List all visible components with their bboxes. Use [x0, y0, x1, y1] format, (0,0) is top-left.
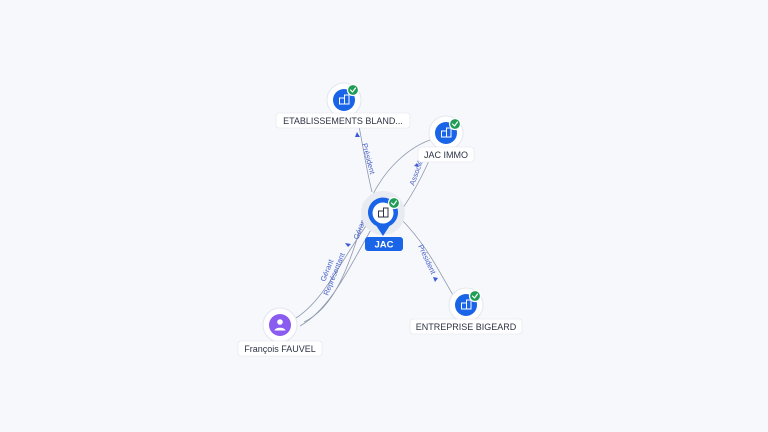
node-etablissements[interactable]: ETABLISSEMENTS BLAND... [275, 82, 411, 129]
edge-label: Président [360, 142, 377, 176]
arrow-icon [355, 132, 360, 137]
node-jac-main[interactable]: JAC [361, 191, 405, 251]
arrow-icon [414, 163, 419, 167]
check-icon [468, 289, 482, 303]
building-icon [378, 207, 389, 218]
arrow-icon [433, 277, 438, 282]
building-icon [339, 94, 350, 105]
node-jac-immo[interactable]: JAC IMMO [417, 115, 475, 163]
person-icon [274, 319, 286, 331]
node-label: ENTREPRISE BIGEARD [416, 322, 517, 332]
edge-label: Associé [407, 159, 424, 187]
node-label: François FAUVEL [244, 344, 316, 354]
building-icon [441, 127, 452, 138]
building-icon [461, 299, 472, 310]
node-label: JAC IMMO [424, 150, 468, 160]
check-icon [346, 83, 360, 97]
node-label: ETABLISSEMENTS BLAND... [283, 116, 403, 126]
arrow-icon [345, 243, 351, 247]
edge-label: Président [416, 243, 438, 276]
check-icon [387, 196, 401, 210]
edge-jac-entreprise-bigeard [399, 217, 457, 301]
node-label: JAC [374, 240, 393, 251]
edge-francois-jac-gerant [295, 225, 367, 319]
node-francois-fauvel[interactable]: François FAUVEL [237, 307, 323, 357]
check-icon [448, 117, 462, 131]
node-entreprise-bigeard[interactable]: ENTREPRISE BIGEARD [409, 287, 523, 335]
